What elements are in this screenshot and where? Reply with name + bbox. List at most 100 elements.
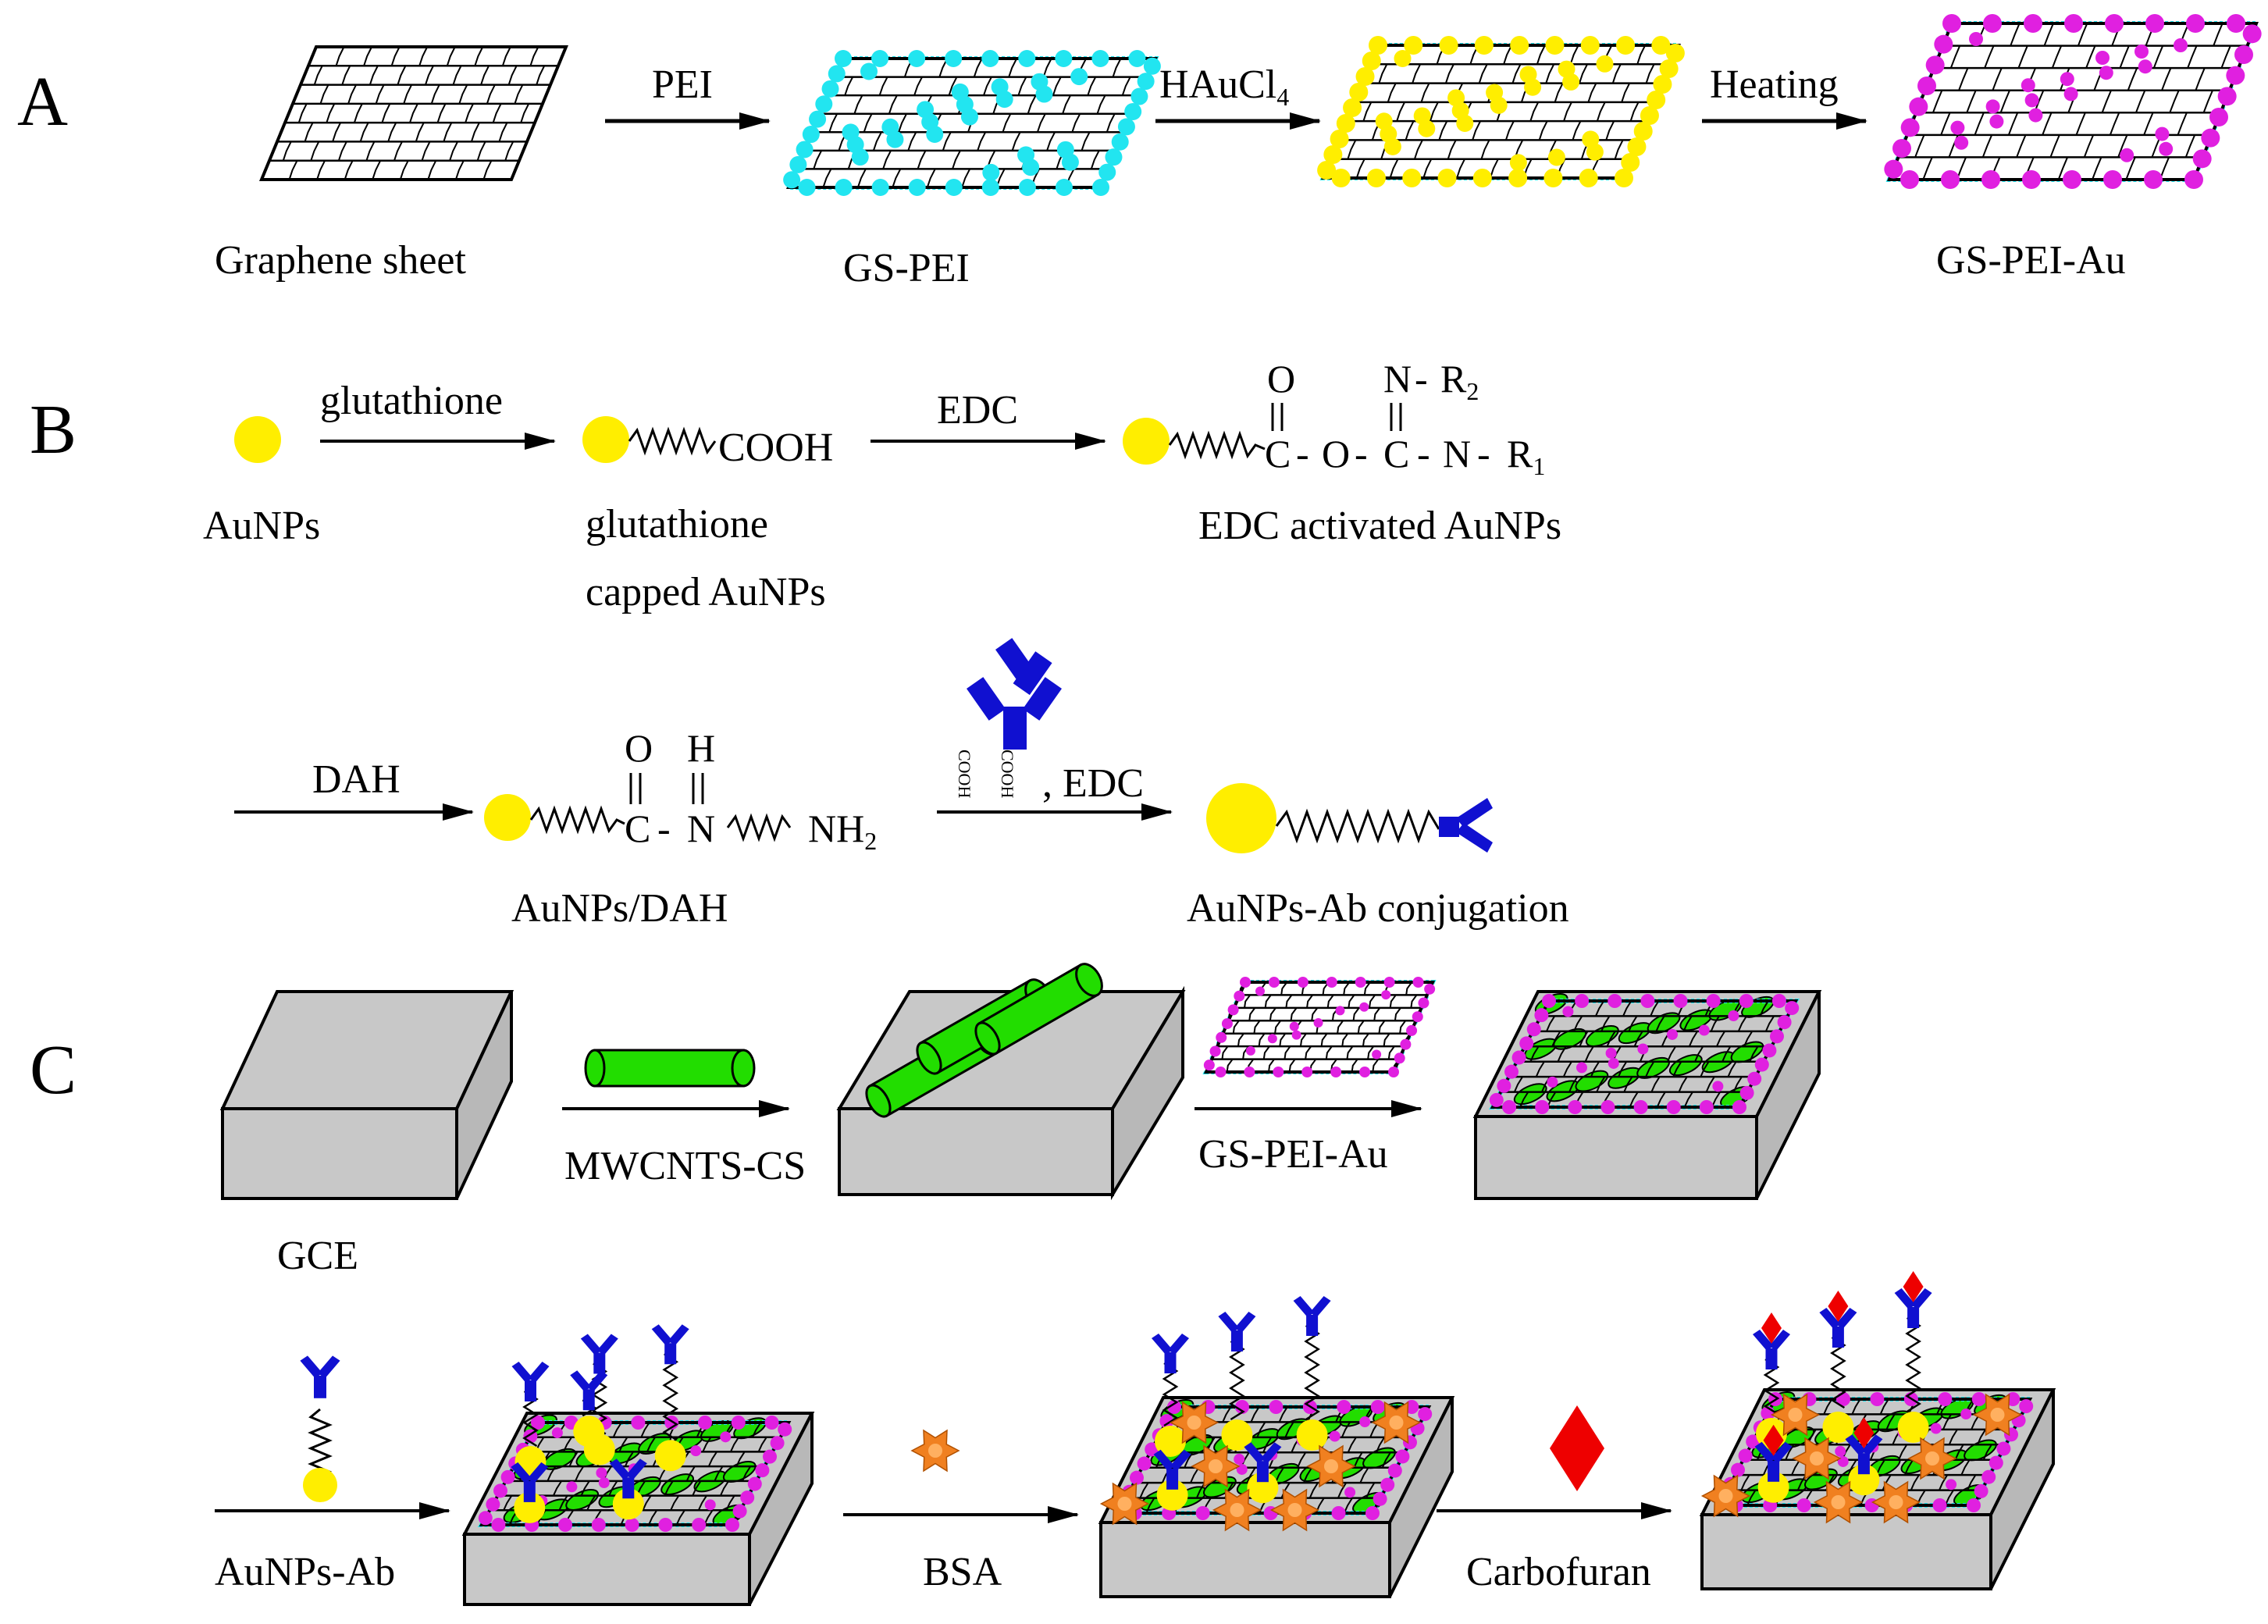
electrode-with-antibody <box>461 1324 815 1606</box>
slab-front <box>838 1107 1114 1196</box>
particle-dot <box>1381 990 1391 1000</box>
particle-dot <box>1098 163 1116 181</box>
lattice-bond <box>2202 90 2213 113</box>
particle-dot <box>835 179 853 196</box>
lattice-bond <box>375 84 385 105</box>
particle-dot <box>1562 1006 1574 1017</box>
lattice-bond <box>2220 45 2231 69</box>
lattice-bond <box>1306 994 1313 1008</box>
lattice-bond <box>1347 1437 1357 1453</box>
lattice-bond <box>1650 1076 1661 1092</box>
particle-dot <box>491 1518 506 1532</box>
particle-dot <box>1412 1011 1423 1023</box>
particle-dot <box>2024 93 2039 108</box>
lattice-bond <box>707 1451 717 1467</box>
lattice-bond <box>1362 102 1373 122</box>
panel-label-b: B <box>30 391 77 468</box>
lattice-bond <box>1606 1031 1616 1047</box>
lattice-bond <box>1711 1092 1721 1108</box>
lattice-bond <box>2042 112 2053 136</box>
particle-dot <box>1605 1047 1617 1059</box>
particle-dot <box>1291 1030 1301 1040</box>
particle-dot <box>1762 1043 1777 1058</box>
label-gs-pei-au: GS-PEI-Au <box>1936 238 2126 283</box>
particle-dot <box>690 1445 702 1457</box>
lattice-bond <box>1536 45 1546 65</box>
lattice-bond <box>2177 112 2188 136</box>
ab-arm <box>1244 1442 1266 1464</box>
particle-dot <box>2155 126 2170 141</box>
antibody-icon <box>651 1324 689 1365</box>
particle-dot <box>1954 135 1969 150</box>
lattice-bond <box>1011 131 1021 151</box>
particle-dot <box>1267 1034 1277 1044</box>
antibody-icon <box>1753 1330 1790 1369</box>
slab-front <box>1474 1115 1758 1200</box>
particle-dot <box>1900 170 1919 189</box>
particle-dot <box>1917 77 1936 95</box>
particle-dot <box>1359 1002 1369 1012</box>
lattice-bond <box>719 1480 730 1496</box>
lattice-bond <box>575 1466 585 1482</box>
lattice-bond <box>529 46 539 66</box>
lattice-bond <box>292 84 301 105</box>
lattice-bond <box>1584 1045 1594 1063</box>
antibody-icon <box>570 1370 608 1411</box>
lattice-bond <box>1529 102 1540 122</box>
lattice-bond <box>1383 1033 1390 1047</box>
particle-dot <box>981 50 999 67</box>
lattice-bond <box>640 1422 650 1438</box>
lattice-bond <box>1341 1033 1349 1047</box>
particle-dot <box>1673 994 1688 1008</box>
lattice-bond <box>646 1437 657 1452</box>
ab-stem <box>1832 1327 1844 1348</box>
chem-o2: O <box>1322 432 1350 475</box>
lattice-bond <box>1250 1406 1260 1423</box>
particle-dot <box>1621 153 1640 172</box>
aunp <box>612 1488 644 1520</box>
panel-label-a: A <box>17 63 68 141</box>
lattice-bond <box>1347 139 1357 160</box>
lattice-bond <box>1629 102 1640 122</box>
particle-dot <box>1608 1057 1619 1069</box>
lattice-bond <box>1650 1000 1660 1017</box>
lattice-bond <box>480 65 490 85</box>
lattice-bond <box>1529 1045 1540 1063</box>
particle-dot <box>1925 55 1945 75</box>
lattice-bond <box>1940 112 1951 136</box>
lattice-bond <box>1341 1421 1351 1438</box>
zigzag-linker <box>628 426 717 456</box>
lattice-bond <box>1246 1467 1256 1483</box>
lattice-bond <box>511 160 520 180</box>
lattice-bond <box>1343 1498 1353 1514</box>
lattice-bond <box>1796 1474 1807 1490</box>
lattice-bond <box>1429 102 1439 122</box>
bsa-icon <box>1792 1437 1842 1480</box>
linker-spring <box>1162 1362 1179 1427</box>
particle-dot <box>1317 161 1337 180</box>
lattice-bond <box>1562 1061 1572 1077</box>
lattice-bond <box>752 1422 762 1438</box>
ab-stem <box>1306 1315 1319 1336</box>
lattice-bond <box>2169 90 2180 113</box>
lattice-bond <box>697 1495 707 1511</box>
lattice-bond <box>1573 1015 1583 1032</box>
particle-dot <box>1969 32 1983 46</box>
slab-front <box>1099 1521 1391 1598</box>
chem-c: C <box>625 807 650 850</box>
antibody-icon <box>580 1334 618 1374</box>
lattice-bond <box>1274 1467 1284 1483</box>
particle-dot <box>1942 14 1961 33</box>
coating <box>1700 1271 2034 1524</box>
particle-dot <box>1289 1021 1299 1031</box>
lattice-bond <box>685 1466 696 1482</box>
particle-dot <box>1245 1045 1255 1056</box>
particle-dot <box>789 155 807 173</box>
lattice-bond <box>917 150 927 169</box>
particle-dot <box>860 62 878 80</box>
lattice-bond <box>1394 1007 1401 1021</box>
lattice-bond <box>1346 1045 1354 1060</box>
particle-dot <box>493 1483 507 1498</box>
slab-side <box>1388 1397 1454 1597</box>
